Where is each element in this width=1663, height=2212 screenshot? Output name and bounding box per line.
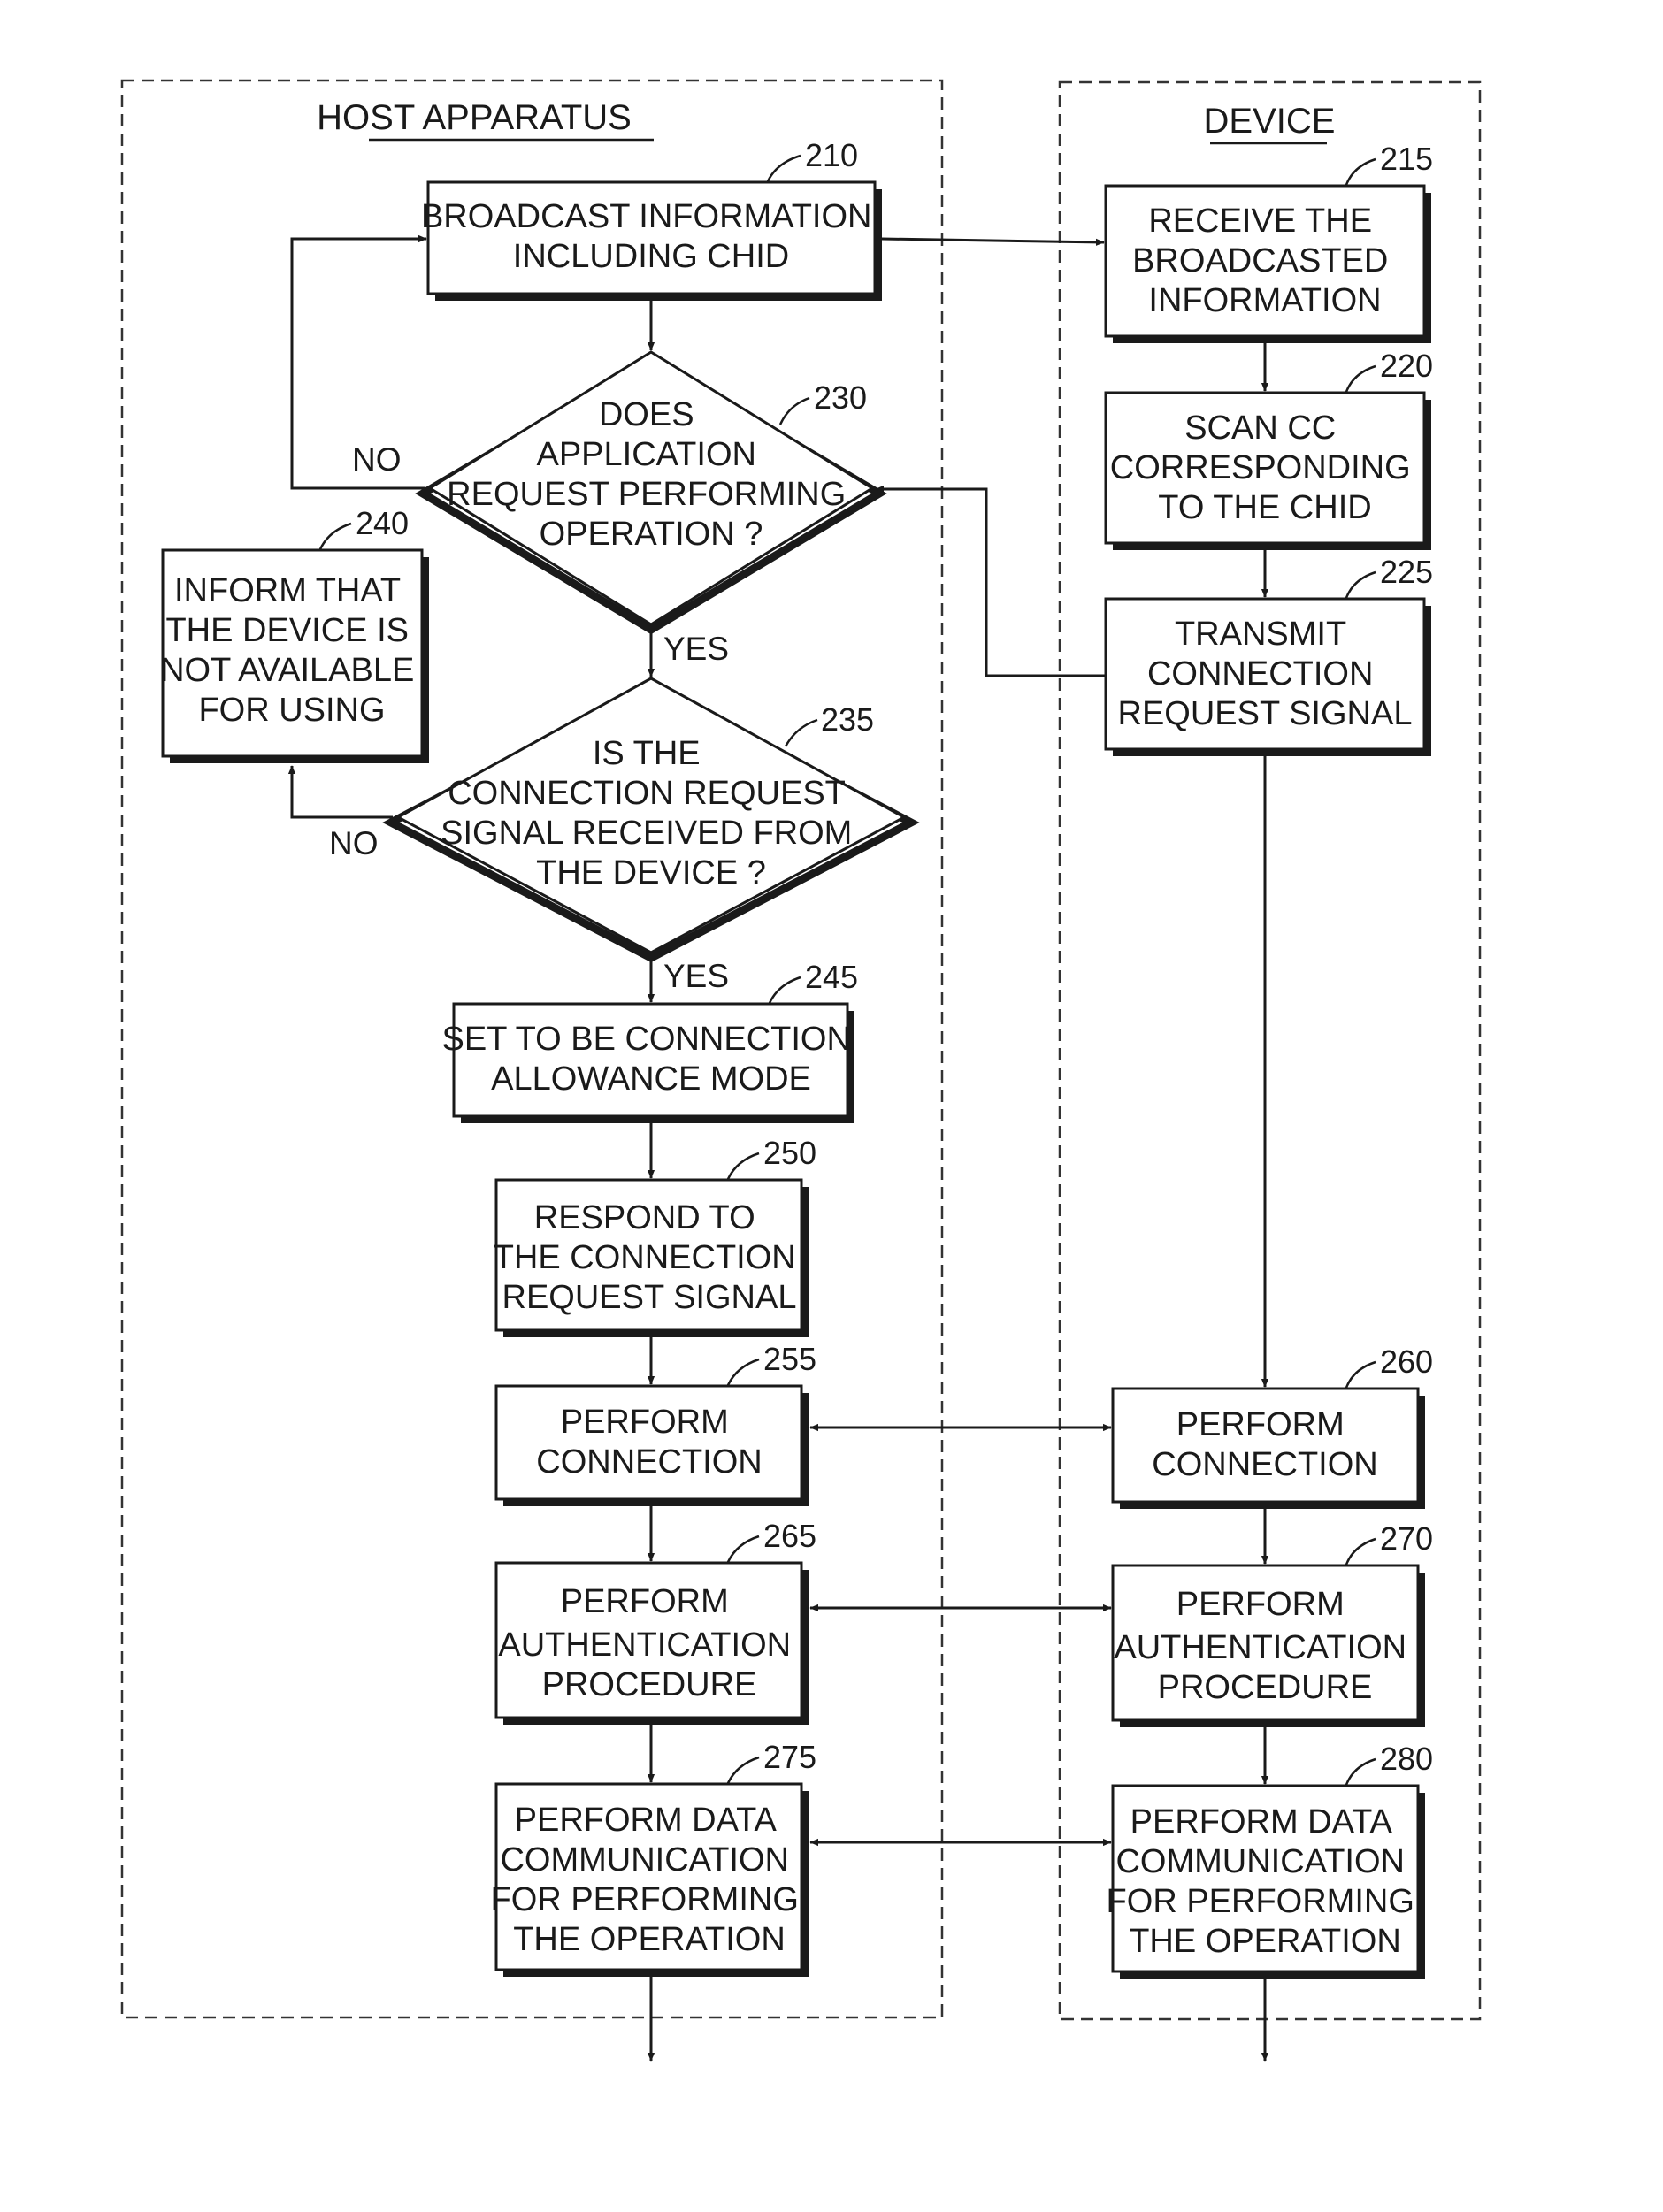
leader-250 bbox=[728, 1153, 759, 1179]
leader-275 bbox=[728, 1757, 759, 1783]
leader-220 bbox=[1346, 366, 1376, 392]
label-230-yes: YES bbox=[663, 631, 729, 667]
ref-235: 235 bbox=[821, 701, 874, 738]
arrow-235-no-to-240 bbox=[292, 766, 393, 817]
ref-255: 255 bbox=[763, 1341, 816, 1377]
ref-260: 260 bbox=[1380, 1343, 1433, 1380]
step-215-text: RECEIVE THE BROADCASTED INFORMATION bbox=[1132, 203, 1398, 319]
ref-220: 220 bbox=[1380, 348, 1433, 384]
host-lane-title: HOST APPARATUS bbox=[317, 98, 632, 137]
leader-240 bbox=[320, 524, 351, 549]
ref-245: 245 bbox=[805, 959, 858, 995]
label-230-no: NO bbox=[352, 441, 402, 478]
leader-235 bbox=[786, 720, 817, 746]
ref-240: 240 bbox=[356, 505, 409, 541]
step-250-text: RESPOND TO THE CONNECTION REQUEST SIGNAL bbox=[494, 1199, 806, 1316]
label-235-yes: YES bbox=[663, 958, 729, 994]
leader-280 bbox=[1346, 1759, 1376, 1785]
device-lane-title: DEVICE bbox=[1204, 102, 1336, 141]
leader-260 bbox=[1346, 1362, 1376, 1388]
leader-210 bbox=[768, 156, 801, 181]
ref-265: 265 bbox=[763, 1518, 816, 1554]
ref-210: 210 bbox=[805, 137, 858, 173]
ref-225: 225 bbox=[1380, 554, 1433, 590]
ref-270: 270 bbox=[1380, 1520, 1433, 1557]
arrow-225-to-230 bbox=[876, 489, 1106, 676]
ref-230: 230 bbox=[814, 379, 867, 416]
leader-255 bbox=[728, 1359, 759, 1385]
leader-215 bbox=[1346, 159, 1376, 185]
ref-215: 215 bbox=[1380, 141, 1433, 177]
leader-265 bbox=[728, 1536, 759, 1562]
ref-250: 250 bbox=[763, 1135, 816, 1171]
label-235-no: NO bbox=[329, 825, 379, 861]
leader-230 bbox=[780, 398, 809, 425]
ref-275: 275 bbox=[763, 1739, 816, 1775]
ref-280: 280 bbox=[1380, 1741, 1433, 1777]
leader-270 bbox=[1346, 1539, 1376, 1565]
arrow-210-to-215 bbox=[882, 239, 1104, 242]
leader-245 bbox=[770, 977, 801, 1003]
leader-225 bbox=[1346, 572, 1376, 598]
